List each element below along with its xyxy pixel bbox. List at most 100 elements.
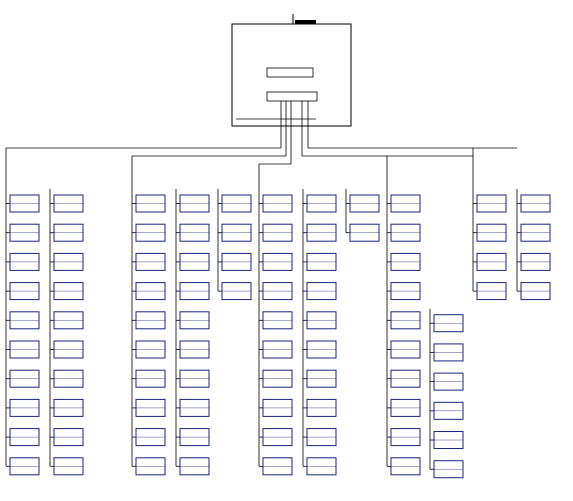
group-2-column-2-device-1 [176, 194, 210, 213]
group-2-column-2 [175, 189, 210, 476]
group-5-column-2-device-2 [517, 223, 551, 242]
group-5-column-1-device-4 [473, 282, 507, 301]
group-1-column-1-device-1 [6, 194, 40, 213]
group-2-column-2-device-10 [176, 457, 210, 476]
switch-box [266, 91, 318, 102]
group-2-column-3 [217, 189, 252, 301]
group-1-column-2-device-3 [50, 252, 84, 271]
group-3-column-2-device-5 [303, 311, 337, 330]
group-3-column-2-device-7 [303, 369, 337, 388]
group-3-column-2-device-9 [303, 428, 337, 447]
title-block-frame [231, 23, 352, 127]
group-4-column-1-device-2 [387, 223, 421, 242]
group-5-column-2 [516, 189, 551, 301]
group-2-column-3-device-4 [218, 282, 252, 301]
group-3-column-1-device-7 [259, 369, 293, 388]
group-1-column-1-device-4 [6, 282, 40, 301]
group-1-column-1-device-10 [6, 457, 40, 476]
group-2-column-1-device-4 [132, 282, 166, 301]
converter-box [266, 67, 314, 78]
group-2-column-1-device-10 [132, 457, 166, 476]
group-5-column-1-device-3 [473, 252, 507, 271]
group-4-column-2-device-3 [430, 372, 464, 391]
group-4-column-1-device-5 [387, 311, 421, 330]
group-3-column-3 [345, 189, 380, 242]
group-5-column-1-device-2 [473, 223, 507, 242]
group-4-column-1-device-1 [387, 194, 421, 213]
group-5-column-1 [472, 148, 507, 301]
group-3-column-1 [258, 164, 293, 476]
group-4-column-2-device-2 [430, 343, 464, 362]
group-2-column-2-device-7 [176, 369, 210, 388]
group-1-column-1-device-3 [6, 252, 40, 271]
group-1-column-1-device-2 [6, 223, 40, 242]
trunk-lines [6, 101, 517, 165]
group-3-column-2-device-4 [303, 282, 337, 301]
group-3-column-1-device-1 [259, 194, 293, 213]
group-3-column-1-device-5 [259, 311, 293, 330]
group-1-column-2-device-6 [50, 340, 84, 359]
group-1-column-1-device-9 [6, 428, 40, 447]
group-1-column-2-device-9 [50, 428, 84, 447]
group-2-column-1 [131, 156, 166, 476]
title-block [231, 14, 352, 127]
group-3-column-1-device-9 [259, 428, 293, 447]
group-1-column-2-device-2 [50, 223, 84, 242]
group-5-column-1-device-1 [473, 194, 507, 213]
group-5-column-2-device-4 [517, 282, 551, 301]
group-3-column-2-device-6 [303, 340, 337, 359]
group-4-column-2-device-6 [430, 460, 464, 479]
group-2-column-1-device-2 [132, 223, 166, 242]
group-4-column-2-device-1 [430, 314, 464, 333]
group-2-column-1-device-7 [132, 369, 166, 388]
group-4-column-2 [429, 308, 464, 479]
group-3-column-1-device-3 [259, 252, 293, 271]
group-3-column-1-device-2 [259, 223, 293, 242]
group-3-column-1-device-6 [259, 340, 293, 359]
group-5-column-2-device-1 [517, 194, 551, 213]
group-1-column-2 [49, 189, 84, 476]
group-1-column-1-device-8 [6, 398, 40, 417]
group-4-column-1-device-10 [387, 457, 421, 476]
group-1-column-2-device-10 [50, 457, 84, 476]
group-2-column-2-device-3 [176, 252, 210, 271]
group-2-column-1-device-5 [132, 311, 166, 330]
group-2-column-2-device-9 [176, 428, 210, 447]
group-1-column-1 [5, 148, 40, 476]
group-4-column-1-device-3 [387, 252, 421, 271]
group-3-column-3-device-1 [346, 194, 380, 213]
group-2-column-1-device-3 [132, 252, 166, 271]
group-1-column-2-device-7 [50, 369, 84, 388]
group-2-column-2-device-4 [176, 282, 210, 301]
group-2-column-2-device-5 [176, 311, 210, 330]
group-2-column-3-device-1 [218, 194, 252, 213]
group-3-column-1-device-8 [259, 398, 293, 417]
group-4-column-1-device-8 [387, 398, 421, 417]
group-4-column-1-device-4 [387, 282, 421, 301]
group-4-column-1 [386, 156, 421, 476]
group-4-column-1-device-7 [387, 369, 421, 388]
group-2-column-2-device-2 [176, 223, 210, 242]
group-4-column-2-device-4 [430, 401, 464, 420]
group-3-column-1-device-10 [259, 457, 293, 476]
group-2-column-2-device-8 [176, 398, 210, 417]
group-3-column-2-device-10 [303, 457, 337, 476]
group-1-column-1-device-5 [6, 311, 40, 330]
group-2-column-3-device-2 [218, 223, 252, 242]
group-1-column-2-device-8 [50, 398, 84, 417]
group-3-column-3-device-2 [346, 223, 380, 242]
group-4-column-2-device-5 [430, 431, 464, 450]
group-1-column-2-device-5 [50, 311, 84, 330]
group-2-column-1-device-8 [132, 398, 166, 417]
group-5-column-2-device-3 [517, 252, 551, 271]
group-3-column-2-device-1 [303, 194, 337, 213]
top-marker-bar [295, 20, 316, 24]
group-2-column-3-device-3 [218, 252, 252, 271]
group-1-column-2-device-4 [50, 282, 84, 301]
group-4-column-1-device-9 [387, 428, 421, 447]
group-1-column-1-device-7 [6, 369, 40, 388]
device-columns [5, 148, 551, 479]
group-1-column-1-device-6 [6, 340, 40, 359]
